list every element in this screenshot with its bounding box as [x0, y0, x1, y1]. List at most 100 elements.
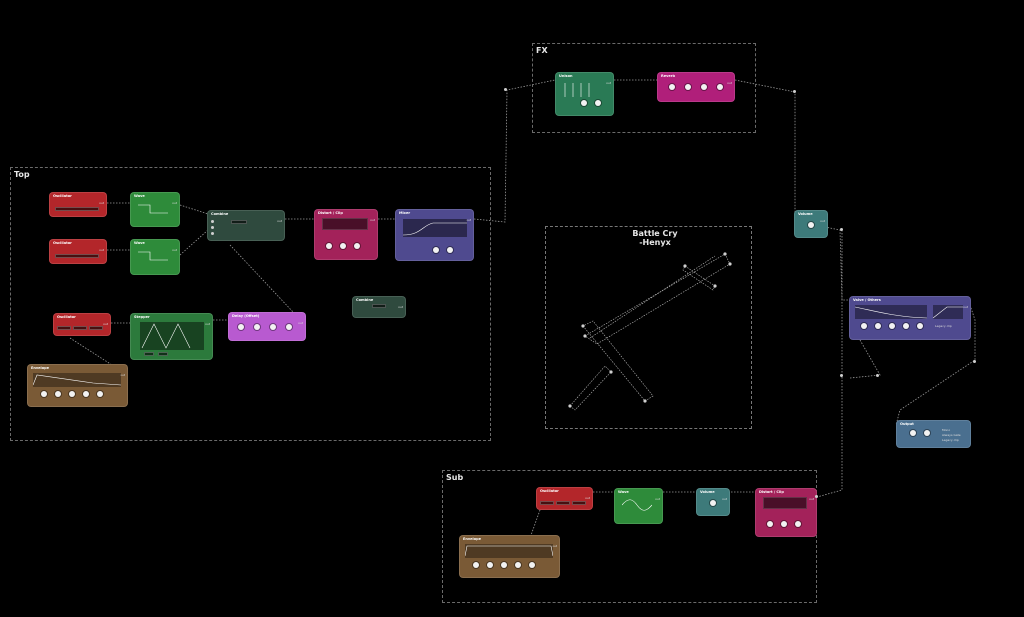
gain-knob[interactable]: [710, 500, 716, 506]
gain-knob[interactable]: [808, 222, 814, 228]
distort-clip-module[interactable]: Distort / Clip out: [314, 209, 378, 260]
oscillator-module[interactable]: Oscillator out: [53, 313, 111, 336]
mode-select[interactable]: [231, 220, 247, 224]
mix-knob[interactable]: [717, 84, 723, 90]
input-port[interactable]: [211, 220, 214, 223]
decay-knob[interactable]: [487, 562, 493, 568]
input-port[interactable]: [211, 232, 214, 235]
delay-offset-module[interactable]: Delay (Offset) out: [228, 312, 306, 341]
drive-knob[interactable]: [767, 521, 773, 527]
attack-knob[interactable]: [41, 391, 47, 397]
attack-knob[interactable]: [473, 562, 479, 568]
filter-curve-display: [403, 219, 467, 237]
time-knob[interactable]: [238, 324, 244, 330]
input-port[interactable]: [211, 226, 214, 229]
octave-select[interactable]: [556, 501, 570, 505]
wire-junction[interactable]: [840, 374, 843, 377]
level-knob[interactable]: [795, 521, 801, 527]
release-knob[interactable]: [515, 562, 521, 568]
waveform-display: [138, 204, 168, 214]
width-knob[interactable]: [701, 84, 707, 90]
oscillator-module[interactable]: Oscillator out: [49, 192, 107, 217]
amount-knob[interactable]: [529, 562, 535, 568]
envelope-module[interactable]: Envelope out: [459, 535, 560, 578]
waveform-select[interactable]: [55, 207, 99, 211]
legacy-clip-toggle[interactable]: Legacy clip: [935, 324, 952, 328]
volume-knob[interactable]: [910, 430, 916, 436]
resonance-knob[interactable]: [447, 247, 453, 253]
volume-module[interactable]: Volume out: [696, 488, 730, 516]
bias-knob[interactable]: [875, 323, 881, 329]
mode-select[interactable]: [372, 304, 386, 308]
pan-knob[interactable]: [924, 430, 930, 436]
sustain-knob[interactable]: [69, 391, 75, 397]
volume-module[interactable]: Volume out: [794, 210, 828, 238]
output-port-label: out: [103, 322, 108, 326]
tune-select[interactable]: [89, 326, 103, 330]
release-knob[interactable]: [83, 391, 89, 397]
stepper-module[interactable]: Stepper out: [130, 313, 213, 360]
mix-knob[interactable]: [903, 323, 909, 329]
waveform-select[interactable]: [55, 254, 99, 258]
drive-knob[interactable]: [861, 323, 867, 329]
combine-module[interactable]: Combine out: [207, 210, 285, 241]
octave-select[interactable]: [73, 326, 87, 330]
valve-module[interactable]: Valve / Others out Legacy clip: [849, 296, 971, 340]
combine-module[interactable]: Combine out: [352, 296, 406, 318]
offset-knob[interactable]: [270, 324, 276, 330]
output-port-label: out: [120, 373, 125, 377]
output-port-label: out: [398, 305, 403, 309]
feedback-knob[interactable]: [254, 324, 260, 330]
legacy-clip-toggle[interactable]: Legacy clip: [942, 438, 959, 442]
envelope-module[interactable]: Envelope out: [27, 364, 128, 407]
module-title: Wave: [618, 490, 629, 494]
mono-toggle[interactable]: Mono: [942, 428, 951, 432]
frequency-knob[interactable]: [433, 247, 439, 253]
voices-display: [564, 83, 590, 97]
decay-knob[interactable]: [55, 391, 61, 397]
wave-module[interactable]: Wave out: [614, 488, 663, 524]
module-title: Distort / Clip: [759, 490, 784, 494]
output-port-label: out: [99, 248, 104, 252]
wire-junction[interactable]: [840, 228, 843, 231]
module-title: Volume: [798, 212, 813, 216]
drive-knob[interactable]: [326, 243, 332, 249]
rate-select[interactable]: [158, 352, 168, 356]
oscillator-module[interactable]: Oscillator out: [536, 487, 593, 510]
wire-junction[interactable]: [815, 495, 818, 498]
oscillator-module[interactable]: Oscillator out: [49, 239, 107, 264]
waveform-display: [622, 499, 652, 511]
module-title: Distort / Clip: [318, 211, 343, 215]
envelope-display: [33, 373, 121, 387]
waveform-select[interactable]: [540, 501, 554, 505]
level-knob[interactable]: [354, 243, 360, 249]
wire-junction[interactable]: [876, 374, 879, 377]
tone-knob[interactable]: [889, 323, 895, 329]
damp-knob[interactable]: [685, 84, 691, 90]
output-module[interactable]: Output Mono Always Gate Legacy clip: [896, 420, 971, 448]
module-title: Combine: [211, 212, 229, 216]
wire-junction[interactable]: [504, 88, 507, 91]
mix-knob[interactable]: [340, 243, 346, 249]
wire-junction[interactable]: [973, 360, 976, 363]
amount-knob[interactable]: [97, 391, 103, 397]
wave-module[interactable]: Wave out: [130, 239, 180, 275]
tune-select[interactable]: [572, 501, 586, 505]
reverb-module[interactable]: Reverb out: [657, 72, 735, 102]
sustain-knob[interactable]: [501, 562, 507, 568]
mix-knob[interactable]: [781, 521, 787, 527]
distort-clip-module[interactable]: Distort / Clip out: [755, 488, 817, 537]
level-knob[interactable]: [917, 323, 923, 329]
mix-knob[interactable]: [286, 324, 292, 330]
unison-module[interactable]: Unison out: [555, 72, 614, 116]
wave-module[interactable]: Wave out: [130, 192, 180, 227]
module-title: Stepper: [134, 315, 150, 319]
waveform-select[interactable]: [57, 326, 71, 330]
spread-knob[interactable]: [595, 100, 601, 106]
step-select[interactable]: [144, 352, 154, 356]
always-gate-toggle[interactable]: Always Gate: [942, 433, 961, 437]
mixer-module[interactable]: Mixer out: [395, 209, 474, 261]
wire-junction[interactable]: [793, 90, 796, 93]
detune-knob[interactable]: [581, 100, 587, 106]
size-knob[interactable]: [669, 84, 675, 90]
